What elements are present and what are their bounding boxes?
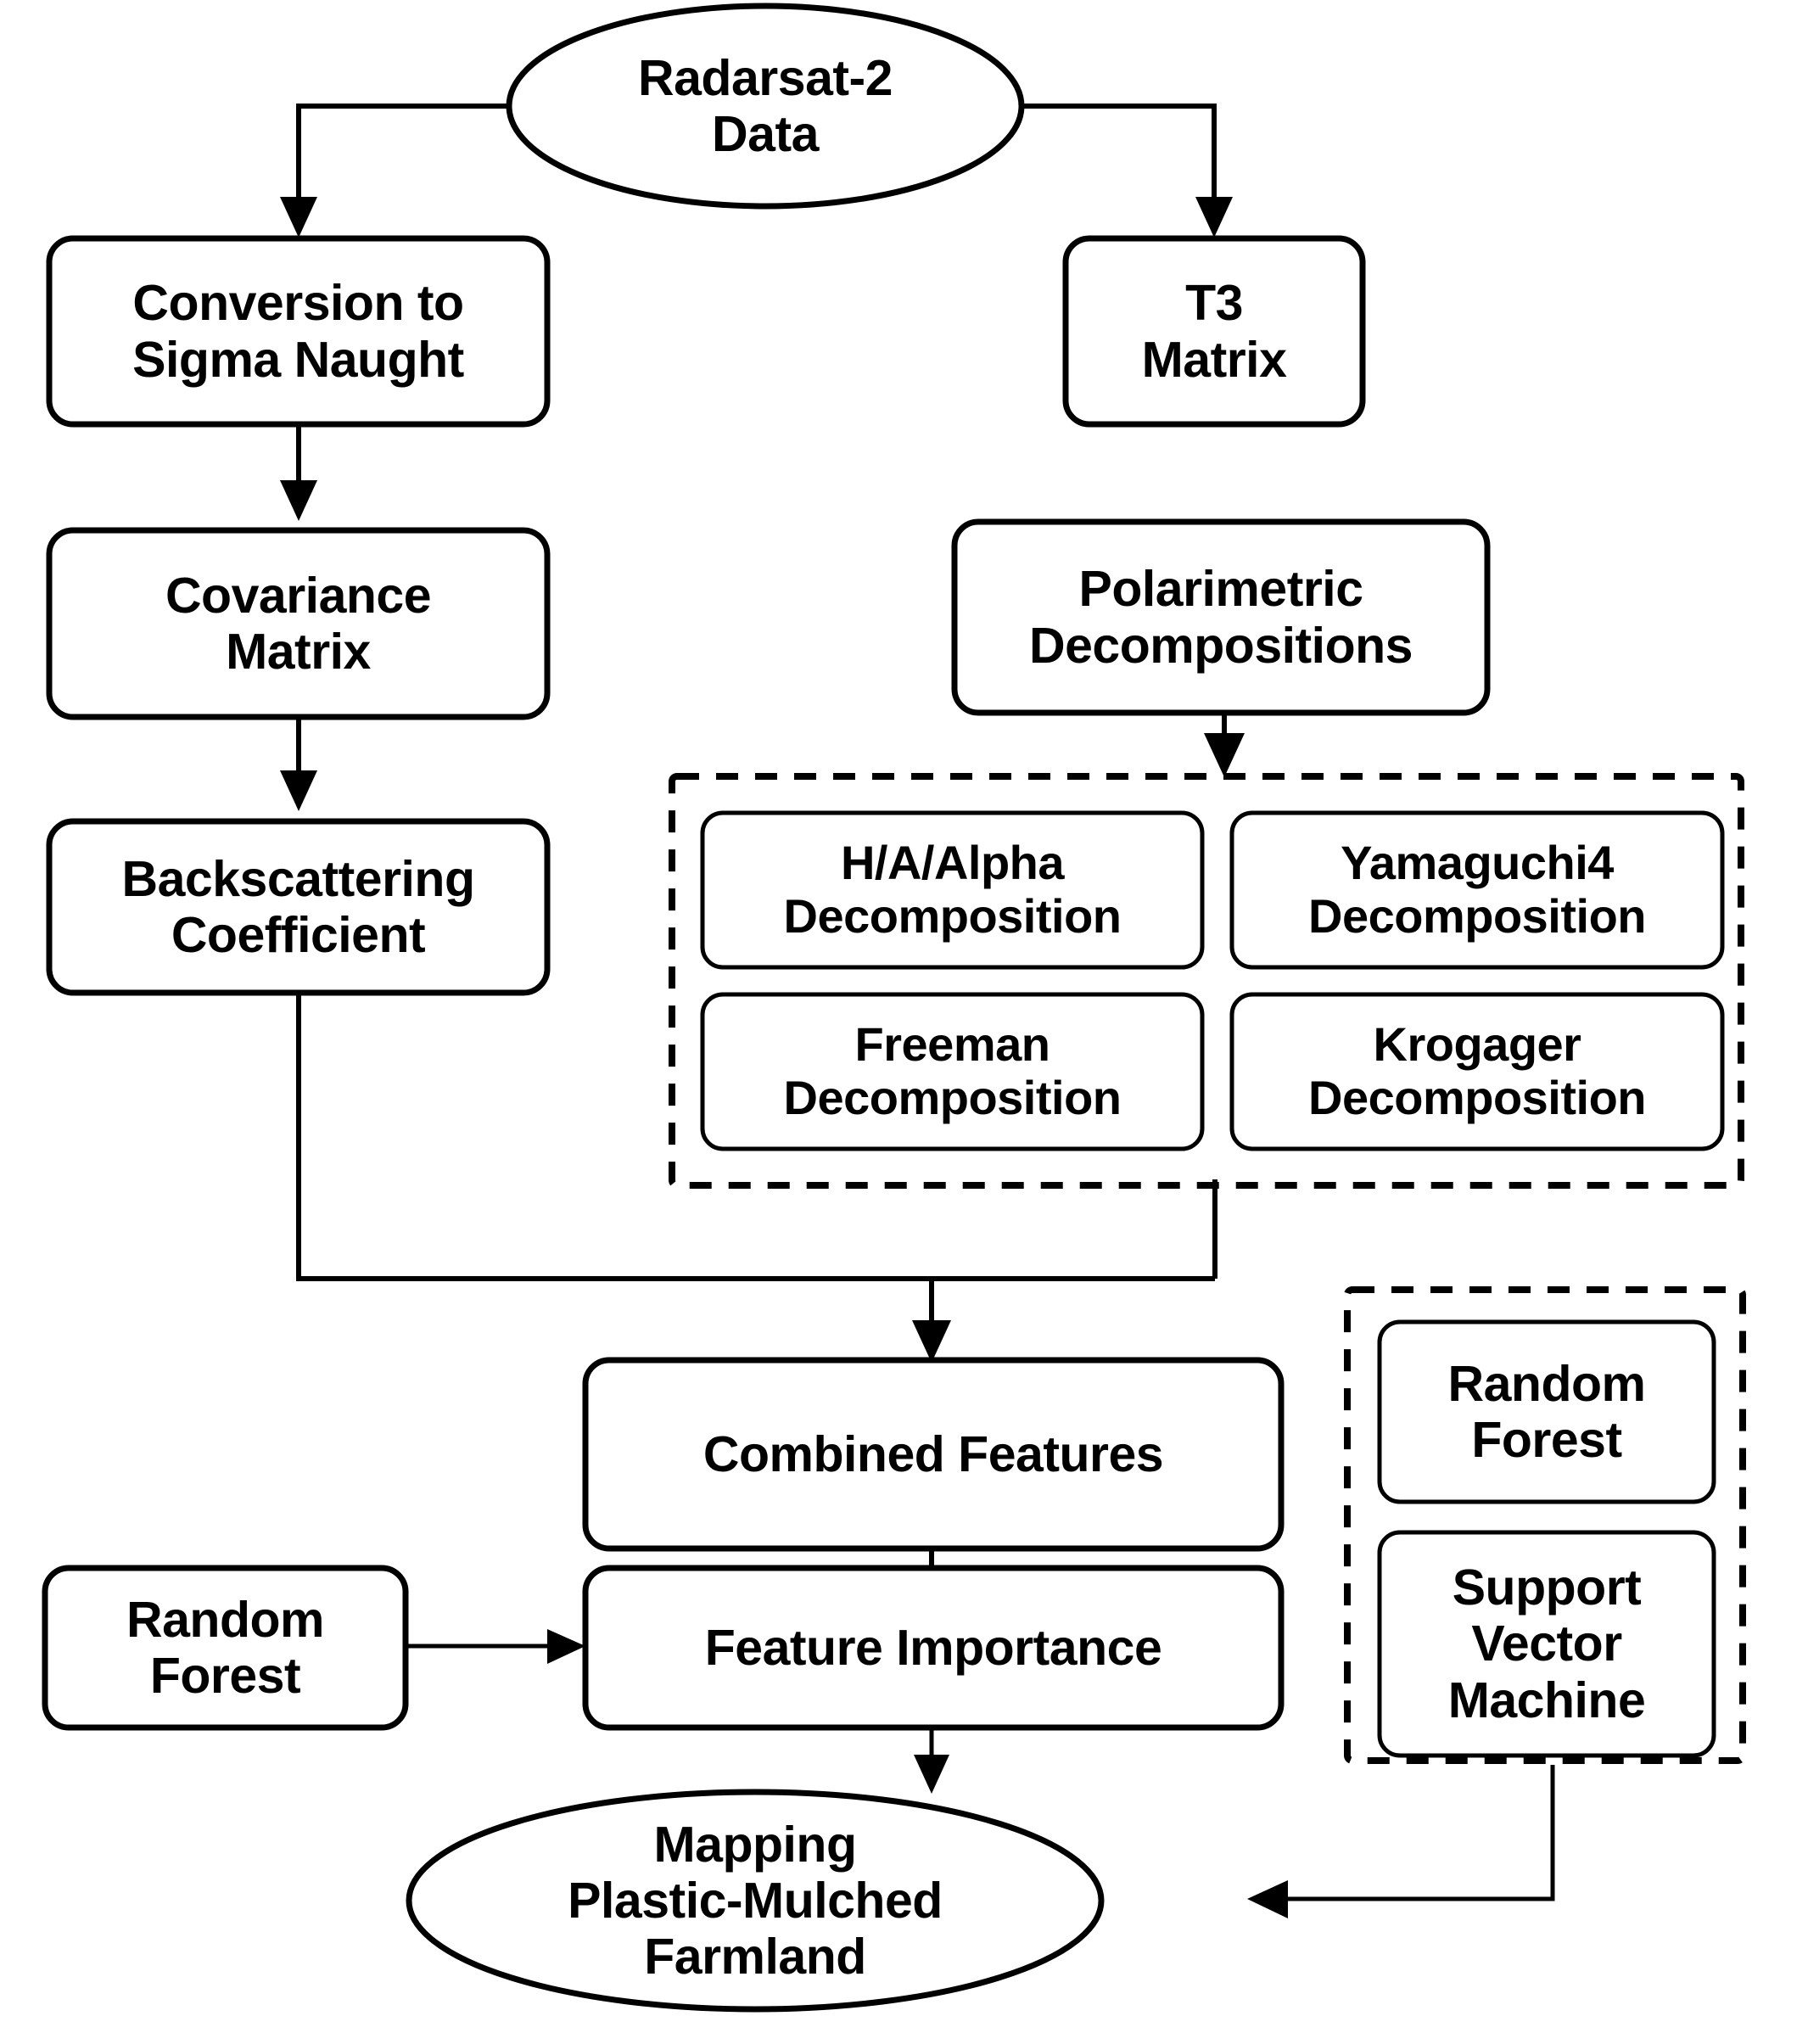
node-krogager-shape[interactable] <box>1229 992 1725 1151</box>
node-randomforest-left-shape[interactable] <box>42 1565 409 1731</box>
node-covariance-shape[interactable] <box>46 527 551 720</box>
node-classifier-svm-shape[interactable] <box>1377 1530 1716 1758</box>
edge-polarimetric-to-decompositions <box>1204 713 1245 777</box>
edge-sigma-to-covariance <box>280 424 317 521</box>
edge-randomforest-to-feature-importance <box>406 1629 585 1664</box>
classifier-group-box <box>1344 1286 1746 1764</box>
node-haalpha-shape[interactable] <box>700 810 1205 970</box>
node-sigma-shape[interactable] <box>46 235 551 428</box>
node-polarimetric-shape[interactable] <box>951 518 1491 716</box>
node-freeman-shape[interactable] <box>700 992 1205 1151</box>
node-yamaguchi4-shape[interactable] <box>1229 810 1725 970</box>
edge-source-to-sigma <box>280 104 509 238</box>
edge-feature-importance-to-output <box>914 1728 949 1794</box>
node-classifier-randomforest-shape[interactable] <box>1377 1319 1716 1504</box>
node-t3-shape[interactable] <box>1062 235 1366 428</box>
edge-merge-to-combined <box>296 993 1217 1363</box>
node-combined-shape[interactable] <box>582 1357 1285 1552</box>
decomposition-group-box <box>669 773 1744 1189</box>
node-backscatter-shape[interactable] <box>46 818 551 996</box>
edge-covariance-to-backscatter <box>280 717 317 811</box>
node-output-shape[interactable] <box>406 1789 1105 2013</box>
node-source-shape[interactable] <box>506 3 1025 210</box>
node-feature-importance-shape[interactable] <box>582 1565 1285 1731</box>
edge-classifiers-to-output <box>1247 1765 1555 1918</box>
